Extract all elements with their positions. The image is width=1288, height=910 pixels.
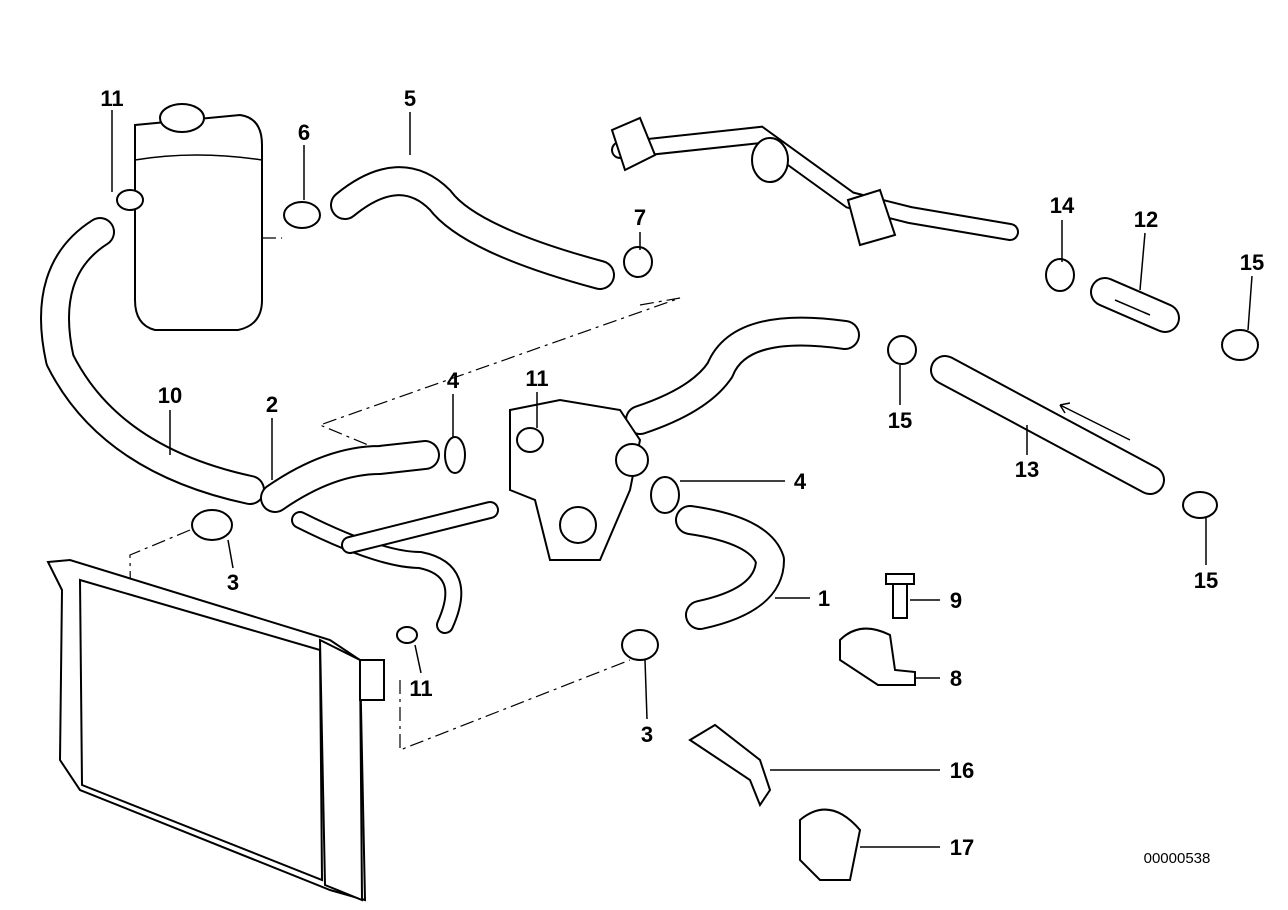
callout-12: 12: [1134, 207, 1158, 232]
callout-11: 11: [525, 366, 548, 391]
callout-11: 11: [100, 86, 123, 111]
callout-labels: 11 5 6 7 14 12 15 15 11 4 10 2 4 13 15 3…: [100, 86, 1264, 867]
callout-8: 8: [950, 666, 962, 691]
leader-lines: [111, 110, 1253, 848]
callout-14: 14: [1050, 193, 1075, 218]
expansion-tank: [134, 103, 263, 331]
hoses: [40, 125, 1180, 634]
coolant-pipe-flanges: [610, 116, 897, 247]
callout-9: 9: [950, 588, 962, 613]
callout-1: 1: [818, 586, 830, 611]
callout-15: 15: [1240, 250, 1264, 275]
drawing-number: 00000538: [1144, 850, 1211, 867]
callout-5: 5: [404, 86, 416, 111]
small-parts: [688, 573, 916, 881]
callout-10: 10: [158, 383, 182, 408]
callout-7: 7: [634, 205, 646, 230]
callout-3: 3: [227, 570, 239, 595]
callout-11: 11: [409, 676, 432, 701]
radiator: [46, 558, 385, 902]
water-pump-housing: [509, 398, 649, 561]
callout-6: 6: [298, 120, 310, 145]
callout-3: 3: [641, 722, 653, 747]
callout-13: 13: [1015, 457, 1039, 482]
callout-15: 15: [888, 408, 912, 433]
callout-17: 17: [950, 835, 974, 860]
callout-4: 4: [447, 368, 460, 393]
assembly-lines: [105, 237, 681, 751]
callout-15: 15: [1194, 568, 1218, 593]
hose-clamps: [116, 189, 1259, 661]
callout-16: 16: [950, 758, 974, 783]
callout-2: 2: [266, 392, 278, 417]
callout-4: 4: [794, 469, 807, 494]
